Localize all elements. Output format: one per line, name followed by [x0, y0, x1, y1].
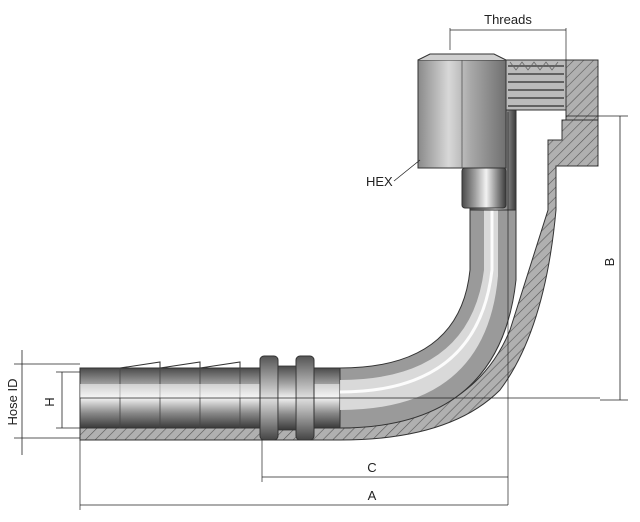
- elbow-bend: [339, 209, 517, 429]
- threads-label: Threads: [484, 12, 532, 27]
- c-label: C: [367, 460, 376, 475]
- a-dimension: A: [79, 440, 508, 510]
- a-label: A: [368, 488, 377, 503]
- hex-leader: HEX: [366, 159, 421, 189]
- c-dimension: C: [261, 440, 508, 482]
- hose-id-dimension: Hose ID: [5, 350, 80, 455]
- h-dimension: H: [42, 371, 80, 429]
- threads-dimension: Threads: [449, 12, 567, 60]
- hose-id-label: Hose ID: [5, 379, 20, 426]
- b-dimension: B: [566, 115, 628, 401]
- b-label: B: [602, 258, 617, 267]
- center-lines: [80, 112, 600, 505]
- threads-detail: [505, 59, 567, 111]
- hex-label: HEX: [366, 174, 393, 189]
- h-label: H: [42, 397, 57, 406]
- hex-nut: [417, 53, 567, 169]
